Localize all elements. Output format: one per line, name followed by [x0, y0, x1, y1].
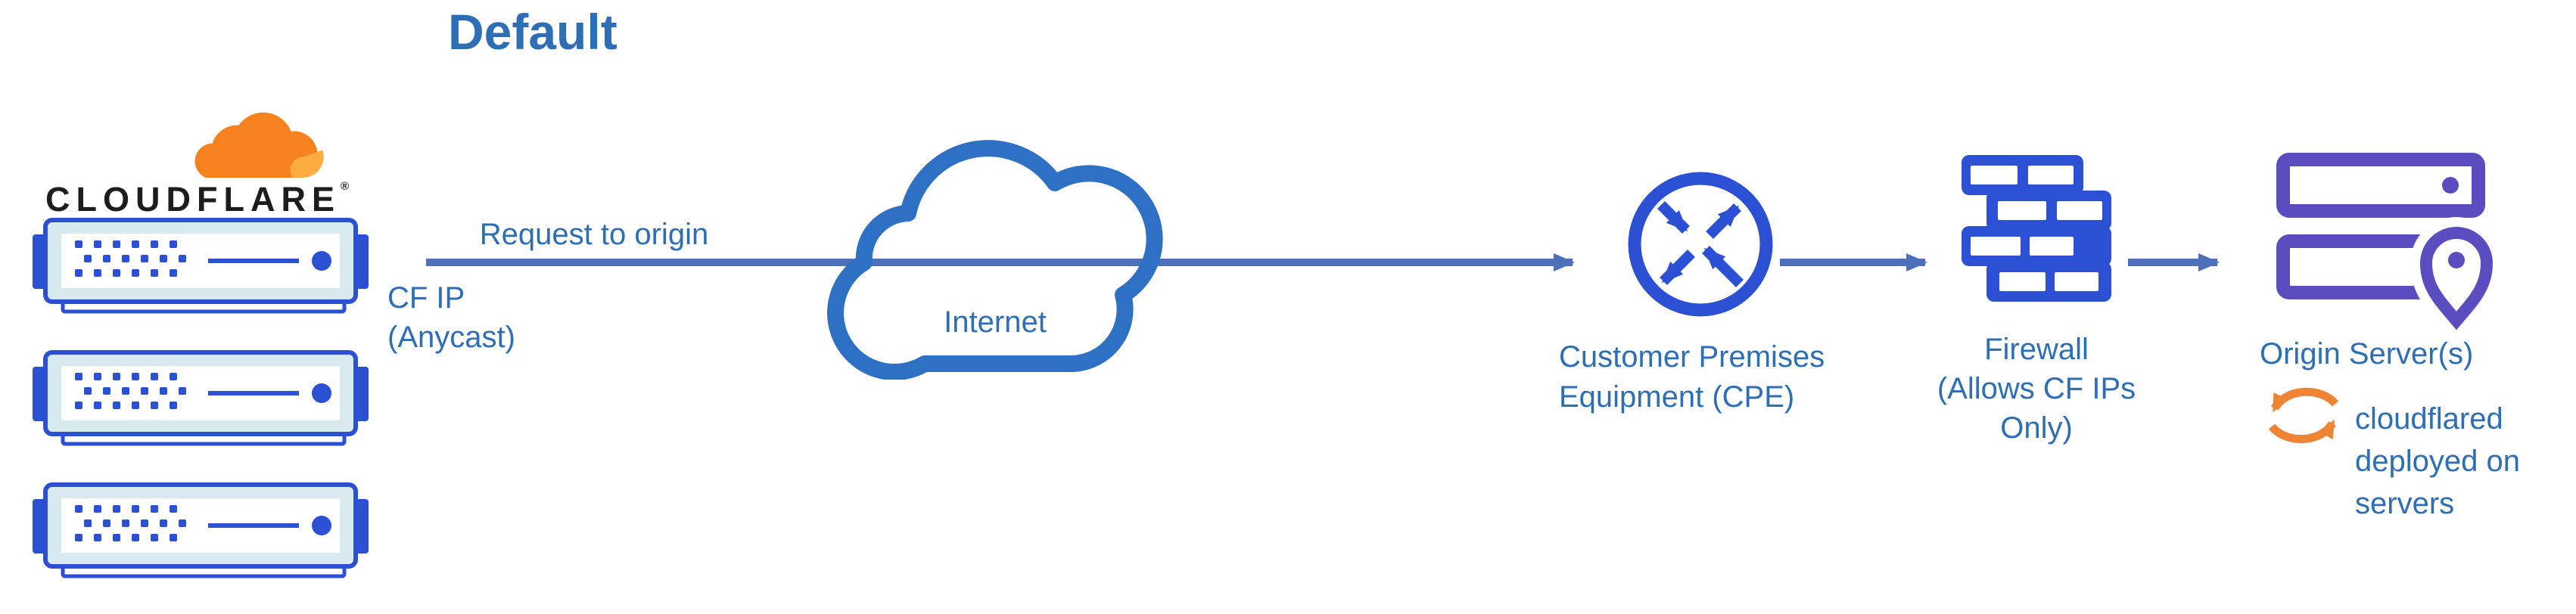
- server-rack-icon: [33, 218, 369, 316]
- origin-server-label: Origin Server(s): [2260, 337, 2474, 371]
- page-title: Default: [448, 4, 618, 60]
- cpe-label: Customer Premises Equipment (CPE): [1559, 340, 1825, 414]
- firewall-label: Firewall (Allows CF IPs Only): [1937, 333, 2136, 445]
- cloudflared-note: cloudflared deployed on servers: [2355, 402, 2520, 520]
- request-arrow-label: Request to origin: [479, 218, 709, 251]
- firewall-icon: [1962, 155, 2111, 302]
- origin-server-icon: [2276, 153, 2497, 330]
- cf-ip-anycast-label: CF IP (Anycast): [387, 281, 515, 354]
- sync-icon: [2268, 387, 2339, 444]
- internet-cloud-icon: [826, 140, 1163, 380]
- registered-mark: ®: [340, 180, 350, 193]
- cloudflare-logo-icon: [194, 112, 324, 178]
- server-rack-icon: [33, 350, 369, 448]
- cloudflare-wordmark: CLOUDFLARE®: [45, 180, 349, 219]
- internet-label: Internet: [944, 305, 1047, 339]
- cpe-router-icon: [1628, 172, 1773, 317]
- location-pin-icon: [2410, 217, 2497, 330]
- server-rack-icon: [33, 482, 369, 581]
- wordmark-text: CLOUDFLARE: [45, 180, 341, 219]
